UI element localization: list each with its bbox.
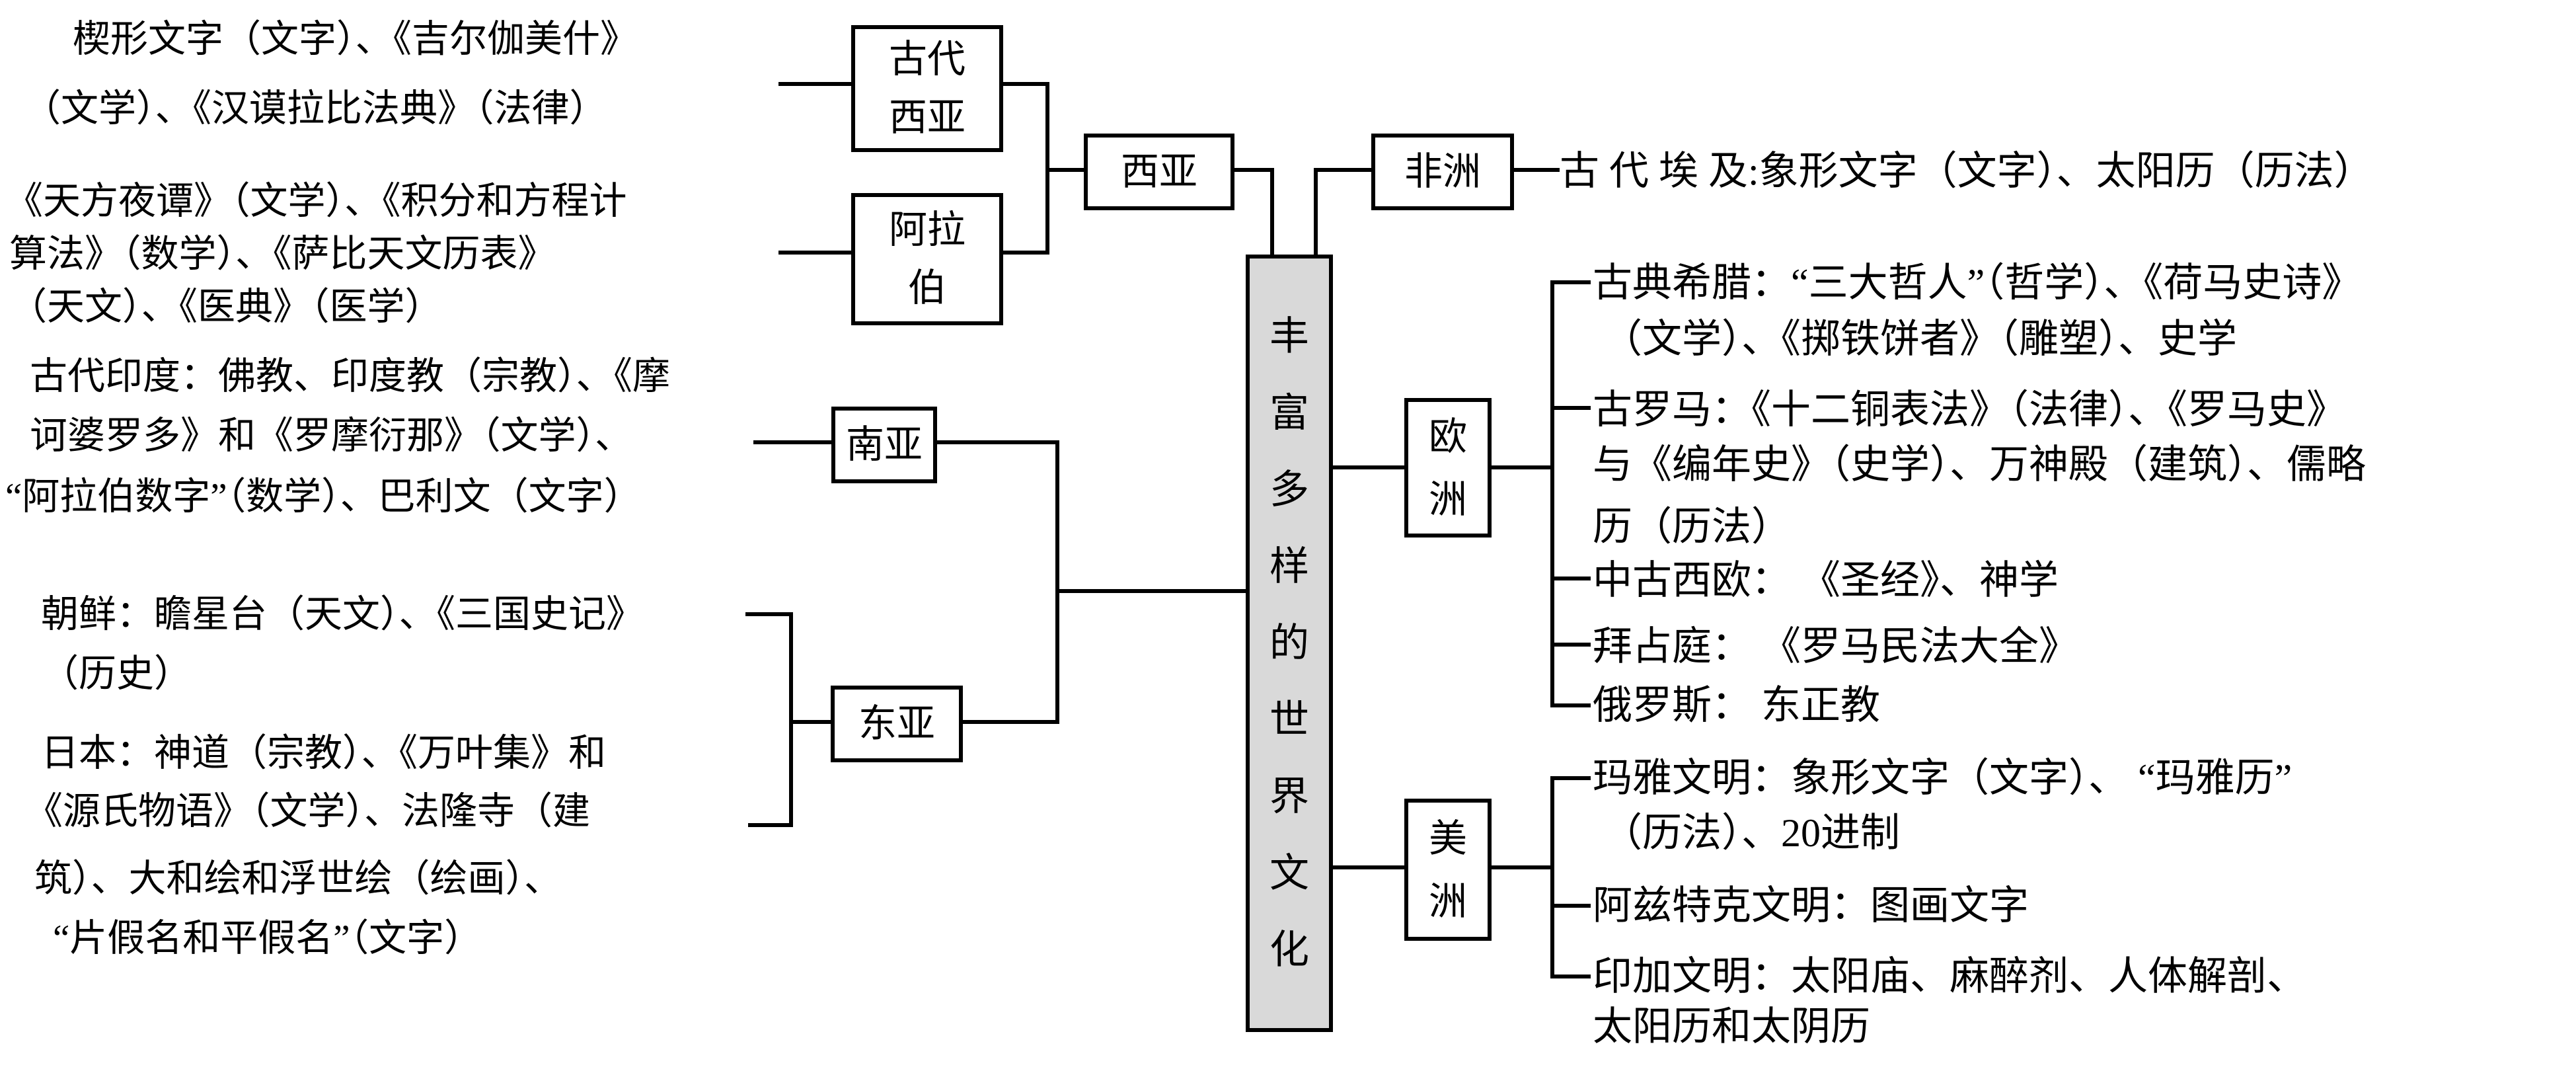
connector-text-to-arab (778, 251, 851, 255)
junction-asia (1055, 440, 1059, 724)
connector-text-to-south-asia (753, 440, 831, 444)
connector-west-asia-drop (1270, 168, 1274, 255)
text-korea-line2: （历史） (41, 653, 192, 695)
bracket-east-asia (789, 612, 793, 827)
text-japan-line2: 《源氏物语》（文学）、法隆寺（建 (25, 791, 590, 832)
connector-korea-to-bracket (745, 612, 793, 616)
text-america-line5: 太阳历和太阴历 (1593, 1005, 1870, 1049)
text-south-asia-line3: “阿拉伯数字”（数学）、巴利文（文字） (5, 476, 642, 518)
tick-inca (1550, 975, 1591, 978)
node-america: 美 洲 (1404, 799, 1492, 941)
text-europe-line6: 中古西欧： 《圣经》、神学 (1593, 559, 2059, 602)
connector-text-to-ancient-west-asia (778, 82, 851, 86)
text-europe-line7: 拜占庭： 《罗马民法大全》 (1593, 625, 2078, 668)
tick-greek (1550, 280, 1591, 284)
connector-arab-to-bracket (1001, 251, 1049, 255)
text-south-asia-line1: 古代印度：佛教、印度教（宗教）、《摩 (30, 356, 670, 397)
tick-byzantium (1550, 643, 1591, 647)
node-west-asia: 西亚 (1084, 134, 1234, 210)
text-africa: 古 代 埃 及:象形文字（文字）、太阳历（历法） (1560, 149, 2374, 193)
text-europe-line5: 历（历法） (1593, 505, 1791, 549)
connector-africa-to-text (1513, 168, 1560, 172)
connector-japan-to-bracket (748, 823, 793, 827)
tick-medieval (1550, 577, 1591, 580)
connector-root-to-america (1332, 865, 1404, 869)
connector-europe-right (1491, 465, 1554, 469)
text-europe-line8: 俄罗斯： 东正教 (1593, 684, 1880, 727)
text-japan-line1: 日本：神道（宗教）、《万叶集》和 (41, 733, 606, 774)
text-america-line3: 阿兹特克文明：图画文字 (1593, 884, 2029, 928)
node-arab: 阿拉 伯 (851, 193, 1003, 325)
connector-junction-to-root (1055, 589, 1246, 593)
text-ancient-west-asia-line2: （文学）、《汉谟拉比法典》（法律） (23, 88, 607, 130)
text-america-line2: （历法）、20进制 (1603, 811, 1900, 855)
node-root-title: 丰 富 多 样 的 世 界 文 化 (1246, 255, 1333, 1032)
text-ancient-west-asia-line1: 楔形文字（文字）、《吉尔伽美什》 (73, 19, 638, 60)
connector-africa-left (1314, 168, 1371, 172)
bracket-europe (1550, 280, 1554, 707)
node-east-asia: 东亚 (831, 686, 963, 762)
bracket-america (1550, 776, 1554, 978)
text-japan-line4: “片假名和平假名”（文字） (53, 918, 482, 959)
text-europe-line1: 古典希腊：“三大哲人”（哲学）、《荷马史诗》 (1593, 261, 2362, 305)
connector-bracket-to-west-asia (1047, 168, 1084, 172)
text-europe-line3: 古罗马：《十二铜表法》（法律）、《罗马史》 (1593, 388, 2346, 432)
node-south-asia: 南亚 (831, 407, 937, 483)
tick-aztec (1550, 904, 1591, 908)
node-europe: 欧 洲 (1404, 398, 1492, 538)
text-korea-line1: 朝鲜：瞻星台（天文）、《三国史记》 (41, 594, 644, 635)
tick-rome (1550, 406, 1591, 410)
connector-ancient-west-asia-to-bracket (1001, 82, 1049, 86)
connector-south-asia-right (936, 440, 1059, 444)
node-ancient-west-asia: 古代 西亚 (851, 25, 1003, 152)
text-south-asia-line2: 诃婆罗多》和《罗摩衍那》（文学）、 (30, 415, 632, 457)
text-japan-line3: 筑）、大和绘和浮世绘（绘画）、 (34, 858, 562, 900)
connector-america-right (1491, 865, 1554, 869)
connector-west-asia-right (1233, 168, 1274, 172)
text-america-line4: 印加文明：太阳庙、麻醉剂、人体解剖、 (1593, 955, 2306, 998)
text-america-line1: 玛雅文明：象形文字（文字）、 “玛雅历” (1593, 756, 2292, 800)
tick-maya (1550, 776, 1591, 780)
connector-bracket-to-east-asia (789, 720, 831, 724)
text-europe-line2: （文学）、《掷铁饼者》（雕塑）、史学 (1603, 317, 2237, 361)
text-arab-line3: （天文）、《医典》（医学） (9, 286, 443, 328)
text-europe-line4: 与《编年史》（史学）、万神殿（建筑）、儒略 (1593, 443, 2366, 487)
node-africa: 非洲 (1371, 134, 1514, 210)
connector-africa-drop (1314, 168, 1318, 255)
text-arab-line1: 《天方夜谭》（文学）、《积分和方程计 (5, 180, 627, 222)
text-arab-line2: 算法》（数学）、《萨比天文历表》 (9, 233, 556, 275)
tick-russia (1550, 703, 1591, 707)
connector-east-asia-right (962, 720, 1059, 724)
connector-root-to-europe (1332, 465, 1404, 469)
